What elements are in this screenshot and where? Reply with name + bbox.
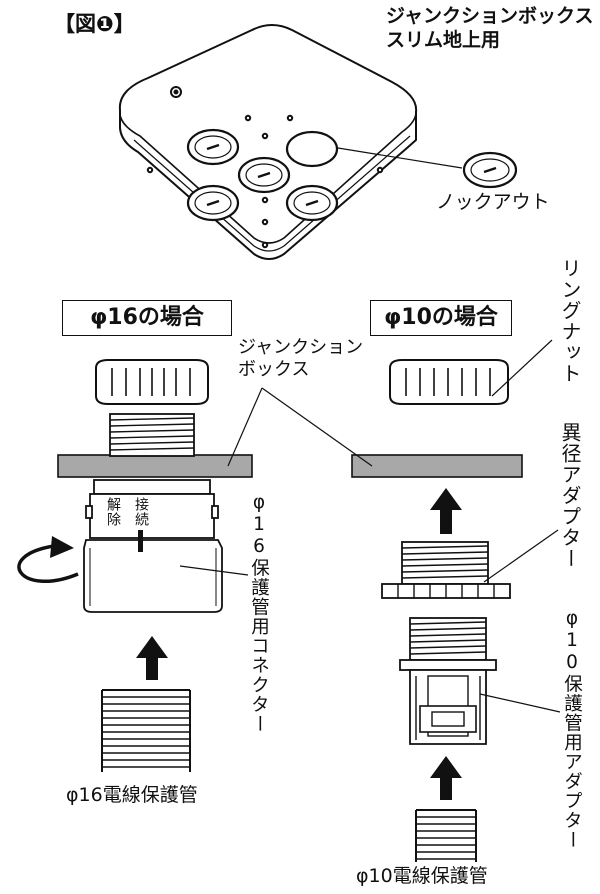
- knockout-plug: [186, 184, 240, 222]
- figure-label: 【図❶】: [54, 12, 135, 36]
- up-arrow-icon-10b: [430, 756, 462, 800]
- rotation-arrow-icon: [17, 536, 79, 584]
- panel-wall-right: [351, 454, 523, 478]
- product-name-line1: ジャンクションボックス: [386, 5, 594, 27]
- reducer-adapter-label: 異径アダプター: [558, 422, 582, 569]
- product-name-line2: スリム地上用: [386, 29, 501, 51]
- knockout-callout: [337, 147, 518, 189]
- up-arrow-icon-16: [136, 636, 168, 680]
- case10-title: φ10の場合: [370, 300, 512, 336]
- case16-title: φ16の場合: [62, 300, 232, 336]
- up-arrow-icon-10a: [430, 488, 462, 534]
- pipe-adapter-10: [399, 617, 497, 745]
- panel-wall-left: [57, 454, 253, 478]
- junction-box-label-line1: ジャンクション: [238, 337, 364, 358]
- ring-nut-16: [95, 359, 209, 405]
- connector-body-16: [83, 479, 223, 613]
- knockout-plug: [186, 128, 240, 166]
- reducer-leader-line: [483, 529, 559, 583]
- knockout-plug: [285, 184, 339, 222]
- case10-assembly: [381, 339, 561, 862]
- pipe-adapter-10-label: φ10保護管用アダプター: [561, 608, 583, 850]
- conduit-10-label: φ10電線保護管: [356, 865, 488, 887]
- junction-box-illustration: [118, 24, 418, 260]
- panel-wall: [57, 454, 523, 478]
- knockout-plug: [237, 156, 291, 194]
- release-label: 解除: [105, 497, 121, 527]
- ring-nut-label: リングナット: [558, 258, 582, 384]
- knockout-label: ノックアウト: [436, 191, 550, 213]
- conduit-pipe-16: [101, 689, 191, 772]
- knockout-plugs: [186, 128, 339, 222]
- ring-nut-leader-line: [491, 339, 553, 397]
- conduit-16-label: φ16電線保護管: [66, 784, 198, 806]
- case16-assembly: [17, 359, 249, 772]
- junction-box-label-line2: ボックス: [238, 359, 310, 380]
- reducer-adapter: [381, 541, 511, 599]
- junction-box-leaders: [227, 387, 373, 467]
- thread-16: [109, 413, 195, 457]
- conduit-pipe-10: [415, 809, 477, 862]
- connector-16-label: φ16保護管用コネクター: [248, 492, 270, 734]
- adapter-leader-line: [479, 693, 561, 713]
- knockout-hole-open: [285, 130, 339, 168]
- connect-label: 接続: [133, 497, 149, 527]
- connector-leader-line: [179, 565, 249, 576]
- ring-nut-10: [389, 359, 509, 405]
